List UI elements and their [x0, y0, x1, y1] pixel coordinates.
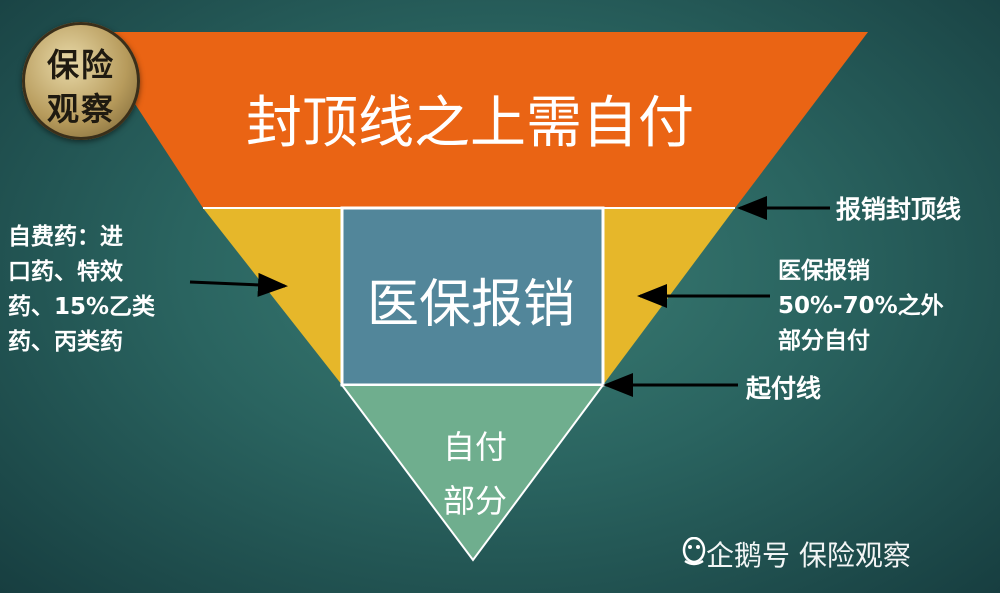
- cap-line-label: 报销封顶线: [836, 195, 962, 224]
- left-annotation: 自费药：进 口药、特效 药、15%乙类 药、丙类药: [8, 220, 178, 360]
- penguin-icon: [682, 537, 706, 566]
- middle-box-shape: [340, 206, 605, 387]
- bottom-label-line-1: 自付: [442, 428, 507, 466]
- top-band-shape: [88, 32, 868, 208]
- arrow-left-note: [189, 272, 288, 297]
- left-note-line: 口药、特效: [8, 259, 123, 285]
- brand-logo: 保险 观察: [22, 22, 140, 140]
- logo-line-1: 保险: [46, 46, 115, 84]
- left-note-line: 药、15%乙类: [8, 294, 156, 320]
- left-note-line: 药、丙类药: [8, 329, 123, 355]
- middle-box-label: 医保报销: [366, 275, 575, 335]
- right-note-line: 部分自付: [778, 328, 870, 354]
- right-note-line: 医保报销: [778, 258, 870, 284]
- top-band-label: 封顶线之上需自付: [246, 91, 694, 156]
- right-note-line: 50%-70%之外: [778, 293, 944, 319]
- start-line-label: 起付线: [746, 374, 822, 403]
- watermark-text: 企鹅号 保险观察: [706, 539, 911, 572]
- logo-line-2: 观察: [46, 90, 115, 128]
- left-note-line: 自费药：进: [8, 224, 123, 250]
- bottom-triangle-shape: [340, 384, 605, 562]
- bottom-label-line-2: 部分: [442, 482, 507, 520]
- right-annotation: 医保报销 50%-70%之外 部分自付: [778, 254, 988, 359]
- bottom-triangle-label: 自付 部分: [400, 420, 550, 528]
